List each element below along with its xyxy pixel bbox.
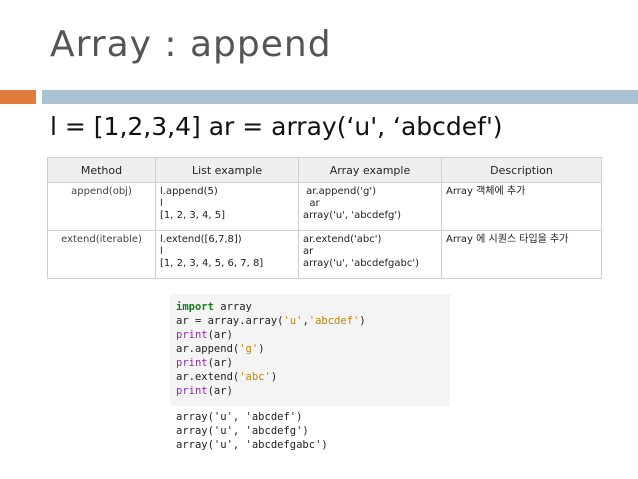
code-text: l.extend([6,7,8]) <box>160 234 242 245</box>
output-line: array('u', 'abcdefgabc') <box>176 439 328 451</box>
array-example-cell: ar.extend('abc') ar array('u', 'abcdefga… <box>298 230 442 279</box>
code-line: ar.extend('abc') <box>176 371 278 383</box>
output-line: array('u', 'abcdefg') <box>176 425 309 437</box>
method-cell: append(obj) <box>47 182 156 231</box>
code-text: ar.append('g') <box>303 186 376 197</box>
accent-bar-orange <box>0 90 36 104</box>
code-text: array('u', 'abcdefgabc') <box>303 258 420 269</box>
code-snippet: import array ar = array.array('u','abcde… <box>170 294 450 406</box>
description-cell: Array 객체에 추가 <box>441 182 602 231</box>
code-line: ar.append('g') <box>176 343 265 355</box>
output-line: array('u', 'abcdef') <box>176 411 303 423</box>
code-text: [1, 2, 3, 4, 5] <box>160 210 226 221</box>
code-line: import array <box>176 301 252 313</box>
table-row: append(obj) l.append(5) l [1, 2, 3, 4, 5… <box>47 182 602 231</box>
description-cell: Array 에 시퀀스 타입을 추가 <box>441 230 602 279</box>
code-text: l <box>160 198 163 209</box>
code-text: ar.extend('abc') <box>303 234 382 245</box>
slide-subtitle: l = [1,2,3,4] ar = array(‘u', ‘abcdef') <box>50 112 503 141</box>
array-example-cell: ar.append('g') ar array('u', 'abcdefg') <box>298 182 442 231</box>
comparison-table: Method List example Array example Descri… <box>47 157 602 279</box>
slide-title: Array : append <box>50 24 332 65</box>
code-text: [1, 2, 3, 4, 5, 6, 7, 8] <box>160 258 264 269</box>
header-method: Method <box>47 157 156 183</box>
code-line: print(ar) <box>176 357 233 369</box>
list-example-cell: l.extend([6,7,8]) l [1, 2, 3, 4, 5, 6, 7… <box>155 230 299 279</box>
header-description: Description <box>441 157 602 183</box>
code-text: array('u', 'abcdefg') <box>303 210 402 221</box>
code-output: array('u', 'abcdef') array('u', 'abcdefg… <box>176 410 456 452</box>
header-array-example: Array example <box>298 157 442 183</box>
code-text: l <box>160 246 163 257</box>
code-text: l.append(5) <box>160 186 218 197</box>
header-list-example: List example <box>155 157 299 183</box>
code-line: ar = array.array('u','abcdef') <box>176 315 366 327</box>
code-text: ar <box>303 198 320 209</box>
table-row: extend(iterable) l.extend([6,7,8]) l [1,… <box>47 230 602 279</box>
code-line: print(ar) <box>176 385 233 397</box>
code-text: ar <box>303 246 314 257</box>
list-example-cell: l.append(5) l [1, 2, 3, 4, 5] <box>155 182 299 231</box>
code-line: print(ar) <box>176 329 233 341</box>
table-header-row: Method List example Array example Descri… <box>47 157 602 183</box>
method-cell: extend(iterable) <box>47 230 156 279</box>
accent-bar-blue <box>42 90 638 104</box>
